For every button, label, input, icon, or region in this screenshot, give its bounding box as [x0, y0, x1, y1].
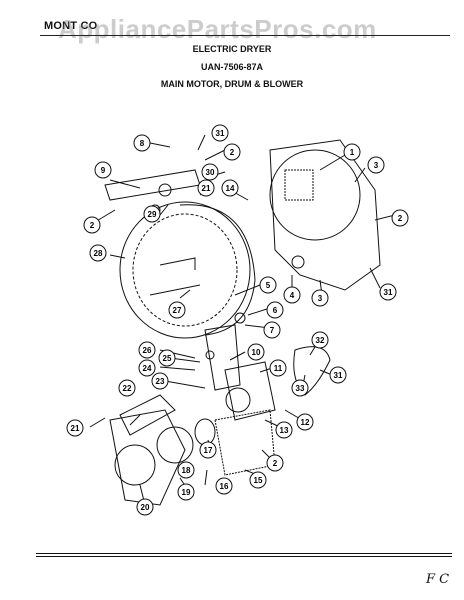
callout-30: 30: [206, 168, 215, 177]
callout-32: 32: [316, 336, 325, 345]
watermark: AppliancePartsPros.com: [58, 14, 377, 44]
header-rule: [40, 35, 450, 36]
callout-31c: 31: [334, 371, 343, 380]
bulkhead-ring: [269, 149, 361, 241]
blower-housing: [109, 409, 186, 506]
callout-21: 21: [202, 184, 211, 193]
callout-31: 31: [384, 288, 393, 297]
footer-rule-top: [36, 553, 452, 554]
model-number: UAN-7506-87A: [200, 62, 264, 72]
callout-14: 14: [226, 184, 235, 193]
callout-4: 4: [290, 291, 295, 300]
footer-rule-bottom: [36, 556, 452, 557]
page-header-title: MONT CO: [44, 20, 98, 32]
callouts: 1 3 2 31 3 4 31 2 8 9 30 21 14 29 2 28 5…: [66, 124, 409, 516]
callout-25: 25: [163, 354, 172, 363]
callout-11: 11: [274, 364, 283, 373]
callout-31b: 31: [216, 129, 225, 138]
drum-front: [119, 201, 251, 339]
callout-19: 19: [182, 488, 191, 497]
section-title: MAIN MOTOR, DRUM & BLOWER: [160, 79, 304, 89]
callout-27: 27: [173, 306, 182, 315]
motor-mount: [214, 409, 276, 476]
callout-8: 8: [140, 139, 145, 148]
callout-16: 16: [220, 482, 229, 491]
callout-15: 15: [254, 476, 263, 485]
callout-21b: 21: [71, 424, 80, 433]
callout-6: 6: [273, 306, 278, 315]
exhaust-duct: [119, 394, 176, 436]
handwritten-note: F C: [426, 572, 450, 587]
product-type: ELECTRIC DRYER: [192, 44, 272, 54]
callout-13: 13: [280, 426, 289, 435]
callout-3: 3: [374, 161, 379, 170]
callout-23: 23: [156, 377, 165, 386]
callout-3b: 3: [318, 294, 323, 303]
callout-2d: 2: [273, 459, 278, 468]
blower-wheel: [156, 426, 194, 464]
callout-2: 2: [398, 214, 403, 223]
callout-26: 26: [143, 346, 152, 355]
callout-12: 12: [301, 418, 310, 427]
pulley: [194, 418, 216, 446]
callout-5: 5: [266, 281, 271, 290]
callout-24: 24: [143, 364, 152, 373]
callout-1: 1: [350, 148, 355, 157]
support-bracket: [104, 169, 201, 201]
vent-grille: [284, 169, 314, 201]
callout-10: 10: [252, 348, 261, 357]
callout-33: 33: [296, 384, 305, 393]
blower-outlet: [114, 444, 156, 486]
callout-7: 7: [270, 326, 275, 335]
drum-body: [179, 204, 256, 336]
callout-2c: 2: [90, 221, 95, 230]
callout-17: 17: [204, 446, 213, 455]
callout-2b: 2: [230, 148, 235, 157]
callout-29: 29: [148, 210, 157, 219]
callout-28: 28: [94, 249, 103, 258]
callout-22: 22: [123, 384, 132, 393]
callout-9: 9: [101, 166, 106, 175]
callout-18: 18: [182, 466, 191, 475]
rear-bulkhead: [269, 139, 381, 291]
callout-20: 20: [141, 503, 150, 512]
motor-body: [224, 361, 276, 421]
idler-arm: [204, 324, 241, 391]
